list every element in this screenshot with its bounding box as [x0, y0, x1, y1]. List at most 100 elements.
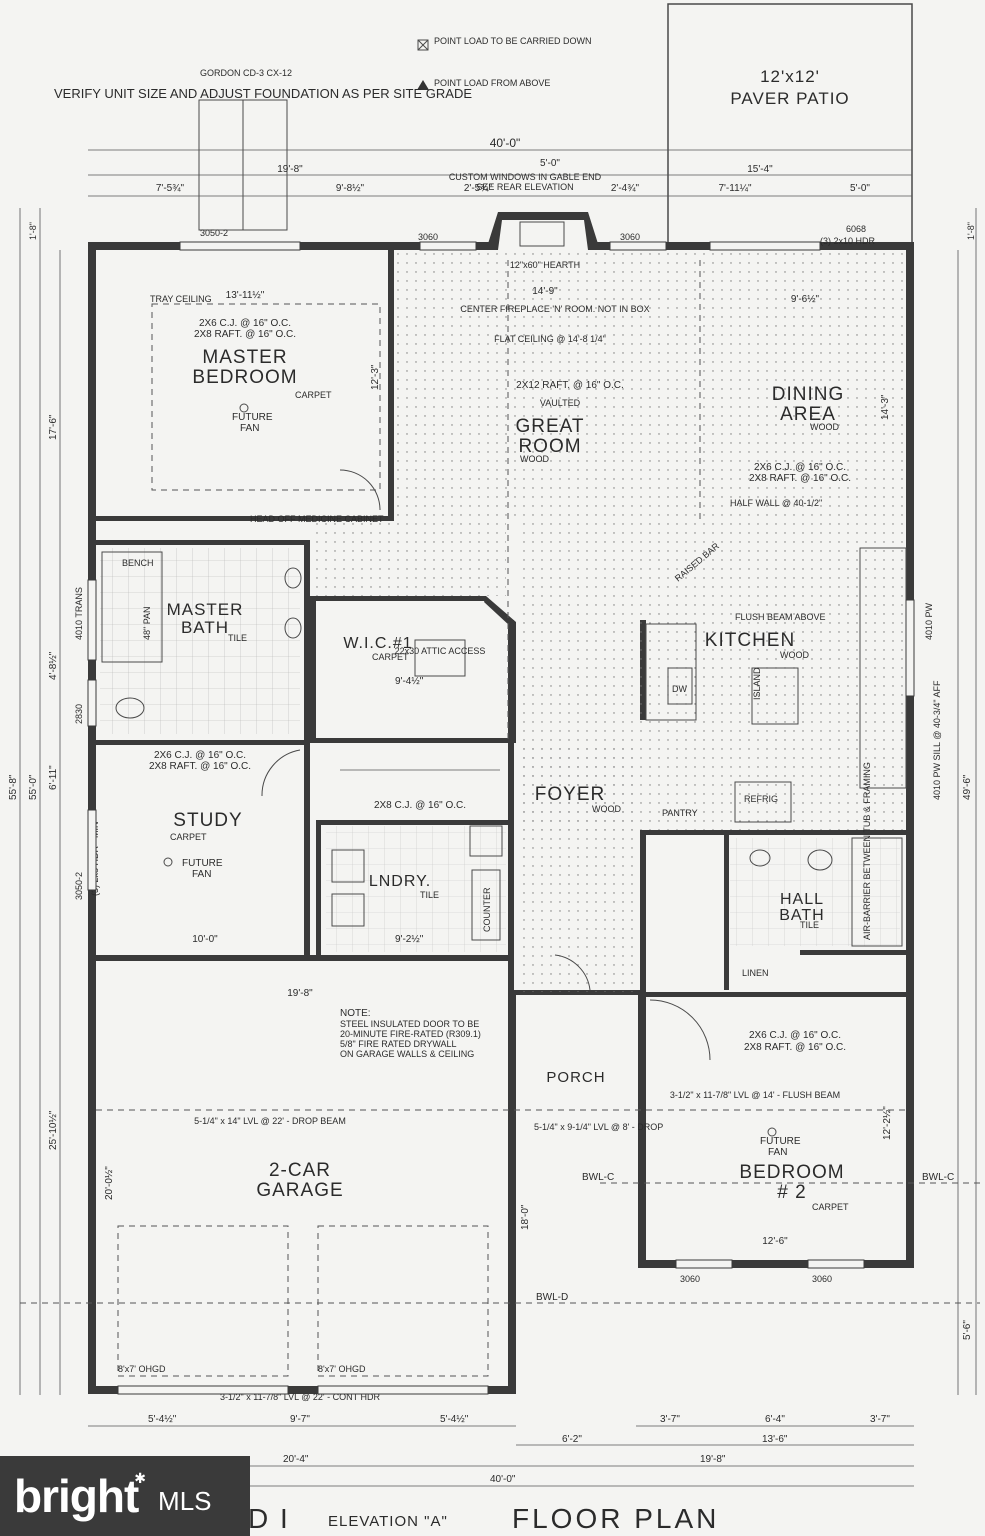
wic-title: W.I.C.#1 [343, 635, 412, 652]
garage-car-2 [317, 1225, 489, 1377]
svg-text:STEEL INSULATED DOOR TO BE: STEEL INSULATED DOOR TO BE [340, 1019, 479, 1029]
bwl-d-label: BWL-D [536, 1292, 568, 1303]
dim-left-25-10: 25'-10½" [48, 1110, 59, 1150]
bwl-c-label-right: BWL-C [922, 1172, 954, 1183]
window-tag-2830: 2830 [74, 704, 84, 724]
sill-note: 4010 PW SILL @ 40-3/4" AFF [932, 680, 942, 800]
tile-floor-hall-bath [730, 838, 900, 946]
gable-note: CUSTOM WINDOWS IN GABLE END [449, 172, 602, 182]
great-room-title: GREAT [515, 416, 584, 437]
master-sink-2 [284, 617, 302, 639]
dim-top-15-4: 15'-4" [747, 164, 773, 175]
master-bedroom-joist: 2X6 C.J. @ 16" O.C. [199, 318, 291, 329]
master-bath-title-2: BATH [181, 618, 229, 637]
tray-ceiling-outline [151, 303, 381, 491]
shower-bench: BENCH [122, 558, 154, 568]
bedroom2-fan: FUTURE [760, 1136, 801, 1147]
dim-bottom-6: 3'-7" [870, 1414, 890, 1425]
garage-door-1: 8'x7' OHGD [118, 1364, 166, 1374]
window-tag-1: 3050-2 [200, 228, 228, 238]
garage-door-2: 8'x7' OHGD [318, 1364, 366, 1374]
window-tag-trans: 4010 TRANS [74, 587, 84, 640]
bedroom2-width: 12'-6" [762, 1236, 788, 1247]
bedroom2-raft: 2X8 RAFT. @ 16" O.C. [744, 1042, 846, 1053]
point-load-above-note: POINT LOAD FROM ABOVE [434, 78, 550, 88]
laundry-floor: TILE [420, 890, 439, 900]
laundry-tub [469, 825, 503, 857]
bedroom2-floor: CARPET [812, 1202, 849, 1212]
dim-right-5-6: 5'-6" [962, 1320, 973, 1340]
bright-mls-watermark: bright ✱ MLS [0, 1456, 250, 1536]
verify-note: VERIFY UNIT SIZE AND ADJUST FOUNDATION A… [54, 86, 472, 101]
window-tag-bed2-b: 3060 [812, 1274, 832, 1284]
bedroom2-flush-beam: 3-1/2" x 11-7/8" LVL @ 14' - FLUSH BEAM [670, 1090, 840, 1100]
hearth-label: 12"x60" HEARTH [510, 260, 580, 270]
bedroom2-title: BEDROOM [739, 1162, 844, 1183]
master-bedroom-width: 13'-11½" [226, 290, 265, 301]
svg-text:ON GARAGE WALLS & CEILING: ON GARAGE WALLS & CEILING [340, 1049, 474, 1059]
garage-car-1 [117, 1225, 289, 1377]
dim-top-left: 19'-8" [277, 164, 303, 175]
hall-bath-floor: TILE [800, 920, 819, 930]
master-bath-floor: TILE [228, 633, 247, 643]
bwl-c-label: BWL-C [582, 1172, 614, 1183]
study-fan-2: FAN [192, 869, 211, 880]
laundry-counter-label: COUNTER [482, 887, 492, 932]
dim-bottom-20-4: 20'-4" [283, 1454, 309, 1465]
master-bedroom-fan-2: FAN [240, 423, 259, 434]
great-room-floor: WOOD [520, 454, 549, 464]
great-room-width: 14'-9" [532, 286, 558, 297]
window-tag-study: 3050-2 [74, 872, 84, 900]
svg-text:20-MINUTE FIRE-RATED (R309.1): 20-MINUTE FIRE-RATED (R309.1) [340, 1029, 481, 1039]
porch-title: PORCH [546, 1069, 605, 1086]
interior-walls [96, 250, 910, 1000]
dim-bottom-2: 9'-7" [290, 1414, 310, 1425]
dim-seg-3: 2'-5¾" [464, 183, 493, 194]
study-door-swing [261, 749, 301, 797]
master-shower [101, 551, 163, 663]
study-width: 10'-0" [192, 934, 218, 945]
foyer-title: FOYER [535, 784, 605, 805]
great-room-vaulted: VAULTED [540, 398, 581, 408]
dining-height: 14'-3" [880, 394, 891, 420]
dishwasher-label: DW [672, 684, 687, 694]
dim-top-overall: 40'-0" [490, 136, 521, 150]
patio-label: PAVER PATIO [730, 89, 849, 108]
dim-top-5-0: 5'-0" [540, 158, 560, 169]
linen-label: LINEN [742, 968, 769, 978]
garage-depth: 20'-0½" [104, 1166, 115, 1200]
study-joist: 2X6 C.J. @ 16" O.C. [154, 750, 246, 761]
window-tag-kitchen: 4010 PW [924, 602, 934, 640]
porch-beam: 5-1/4" x 9-1/4" LVL @ 8' - DROP [534, 1122, 663, 1132]
window-openings [87, 241, 915, 1395]
dim-bottom-6-2: 6'-2" [562, 1434, 582, 1445]
master-bedroom-raft: 2X8 RAFT. @ 16" O.C. [194, 329, 296, 340]
kitchen-title: KITCHEN [705, 630, 795, 651]
dining-joist: 2X6 C.J. @ 16" O.C. [754, 462, 846, 473]
kitchen-counter-left [645, 623, 697, 721]
dim-bottom-1: 5'-4½" [148, 1414, 177, 1425]
point-load-down-note: POINT LOAD TO BE CARRIED DOWN [434, 36, 592, 46]
dryer [331, 849, 365, 883]
laundry-width: 9'-2½" [395, 934, 424, 945]
wic-width: 9'-4½" [395, 676, 424, 687]
master-toilet [115, 697, 145, 719]
bedroom2-door-swing [649, 999, 711, 1061]
dim-seg-6: 5'-0" [850, 183, 870, 194]
tile-floor-laundry [326, 826, 506, 952]
pantry-label: PANTRY [662, 808, 698, 818]
dining-raft: 2X8 RAFT. @ 16" O.C. [749, 473, 851, 484]
dim-left-1-8: 1'-8" [28, 222, 38, 240]
patio-size: 12'x12' [760, 67, 820, 86]
wood-floor-foyer [516, 742, 640, 992]
gordon-label: GORDON CD-3 CX-12 [200, 68, 292, 78]
tray-ceiling-label: TRAY CEILING [150, 294, 212, 304]
washer [331, 893, 365, 927]
half-wall-note: HALF WALL @ 40-1/2" [730, 498, 822, 508]
dim-left-4-8: 4'-8½" [48, 651, 59, 680]
garage-drop-beam: 5-1/4" x 14" LVL @ 22' - DROP BEAM [194, 1116, 346, 1126]
watermark-brand: bright [14, 1470, 139, 1522]
master-sink-1 [284, 567, 302, 589]
master-door-swing [339, 469, 381, 511]
great-room-title-2: ROOM [518, 436, 581, 457]
